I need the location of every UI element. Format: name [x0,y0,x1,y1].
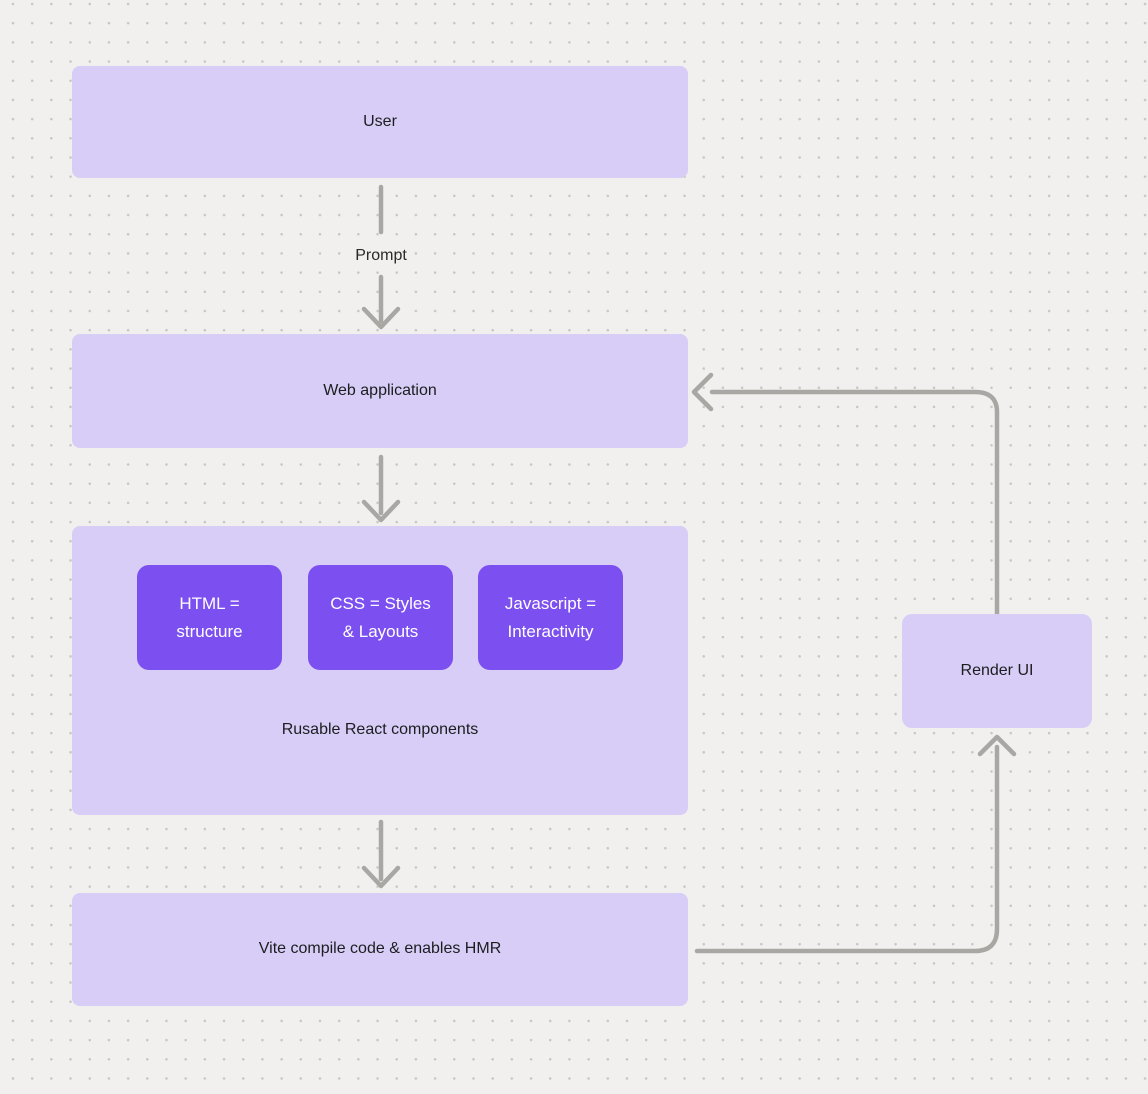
node-html-label-line1: HTML = [179,593,240,613]
arrow-components-to-vite [361,819,401,889]
node-javascript[interactable]: Javascript = Interactivity [478,565,623,670]
node-user[interactable]: User [72,66,688,178]
arrow-down-head-icon [361,499,401,523]
arrow-down-head-icon [361,306,401,330]
node-html[interactable]: HTML = structure [137,565,282,670]
arrow-line [709,389,1000,617]
arrow-vite-to-render-ui [694,734,1017,954]
node-javascript-label-line1: Javascript = [504,593,597,613]
arrow-render-ui-to-webapp [691,372,1000,617]
node-css[interactable]: CSS = Styles & Layouts [308,565,453,670]
edge-label-prompt: Prompt [355,247,407,264]
node-vite-label: Vite compile code & enables HMR [258,940,502,958]
node-render-ui[interactable]: Render UI [902,614,1092,728]
node-css-label-line2: & Layouts [342,621,419,641]
node-web-application-label: Web application [323,381,437,399]
node-render-ui-label: Render UI [960,661,1034,679]
components-group-caption: Rusable React components [281,721,479,738]
node-web-application[interactable]: Web application [72,334,688,448]
node-vite[interactable]: Vite compile code & enables HMR [72,893,688,1006]
arrow-line [694,744,1000,954]
arrow-up-head-icon [977,734,1017,757]
node-user-label: User [363,112,397,130]
arrow-webapp-to-components [361,454,401,523]
node-css-label-line1: CSS = Styles [330,593,431,613]
node-html-label-line2: structure [176,621,243,641]
arrow-left-head-icon [691,372,714,412]
node-javascript-label-line2: Interactivity [507,621,594,641]
arrow-down-head-icon [361,865,401,889]
